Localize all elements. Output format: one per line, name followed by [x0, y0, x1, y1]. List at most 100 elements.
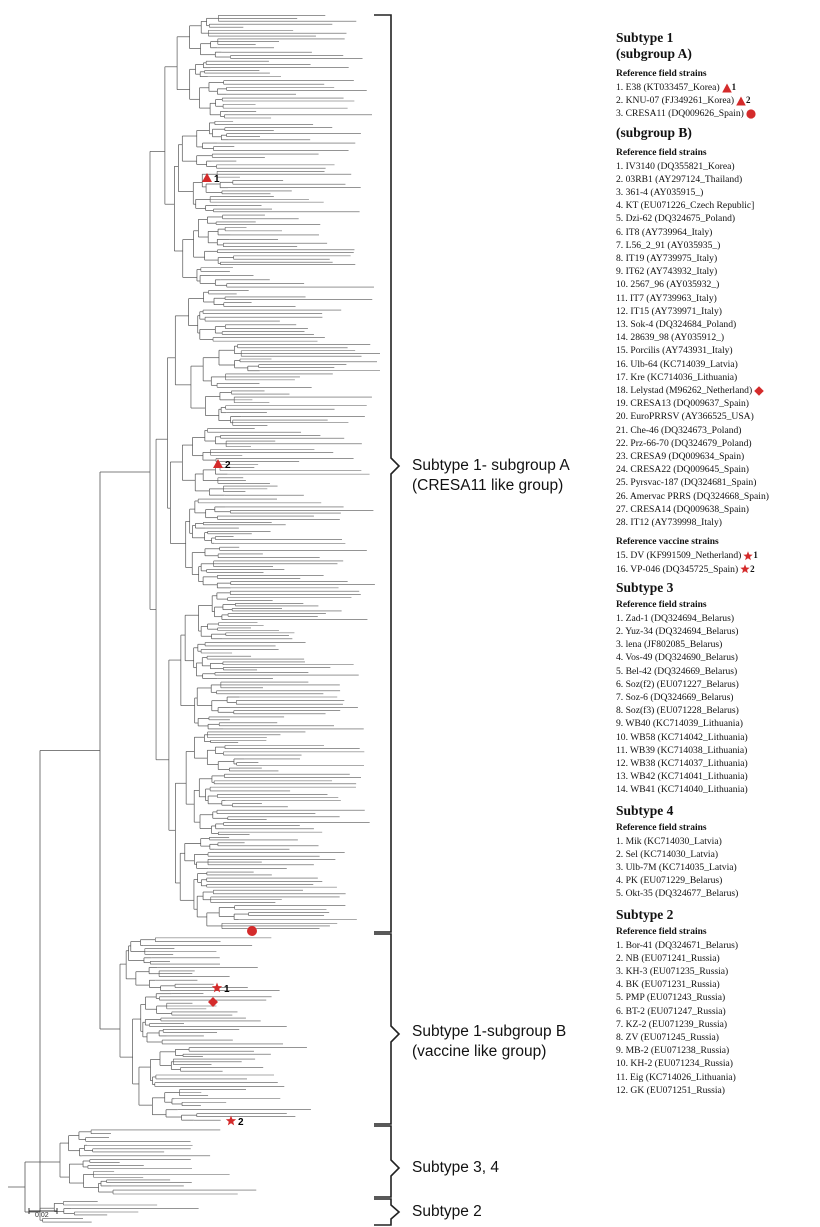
strain-name: 21. Che-46 (DQ324673_Poland): [616, 424, 742, 436]
strain-name: 14. WB41 (KC714040_Lithuania): [616, 784, 748, 796]
strain-name: 1. Zad-1 (DQ324694_Belarus): [616, 612, 735, 624]
circle-icon: [746, 109, 756, 119]
strain-name: 18. Lelystad (M96262_Netherland): [616, 385, 753, 397]
clade-label-subtype1-subgroupA: Subtype 1- subgroup A (CRESA11 like grou…: [412, 456, 570, 496]
strain-entry: 1. Mik (KC714030_Latvia): [616, 835, 816, 848]
clade-label-subtype1-subgroupB: Subtype 1-subgroup B (vaccine like group…: [412, 1022, 566, 1062]
strain-entry: 9. MB-2 (EU071238_Russia): [616, 1044, 816, 1057]
strain-name: 3. KH-3 (EU071235_Russia): [616, 965, 729, 977]
strain-entry: 10. WB58 (KC714042_Lithuania): [616, 731, 816, 744]
star-icon: [743, 551, 753, 561]
triangle-icon: [721, 83, 732, 93]
tree-marker-label: 1: [224, 984, 230, 995]
tree-marker-star: 2: [225, 1115, 244, 1128]
strain-name: 10. WB58 (KC714042_Lithuania): [616, 731, 748, 743]
strain-entry: 13. Sok-4 (DQ324684_Poland): [616, 318, 816, 331]
strain-entry: 28. IT12 (AY739998_Italy): [616, 516, 816, 529]
strain-name: 8. ZV (EU071245_Russia): [616, 1031, 719, 1043]
strain-entry: 12. GK (EU071251_Russia): [616, 1084, 816, 1097]
strain-entry: 9. WB40 (KC714039_Lithuania): [616, 717, 816, 730]
strain-entry: 16. VP-046 (DQ345725_Spain) 2: [616, 563, 816, 576]
clade-label-line: Subtype 1- subgroup A: [412, 457, 570, 474]
strain-entry: 3. lena (JF802085_Belarus): [616, 638, 816, 651]
strain-entry: 4. KT (EU071226_Czech Republic]: [616, 199, 816, 212]
strain-entry: 11. IT7 (AY739963_Italy): [616, 292, 816, 305]
strain-name: 3. 361-4 (AY035915_): [616, 187, 704, 199]
tree-marker-circle: [247, 926, 257, 936]
strain-name: 6. IT8 (AY739964_Italy): [616, 226, 713, 238]
strain-name: 13. WB42 (KC714041_Lithuania): [616, 771, 748, 783]
legend-field-head: Reference field strains: [616, 599, 707, 610]
marker-number: 1: [731, 82, 737, 92]
strain-entry: 3. KH-3 (EU071235_Russia): [616, 965, 816, 978]
strain-name: 2. Sel (KC714030_Latvia): [616, 848, 719, 860]
legend-subtype4-list: 1. Mik (KC714030_Latvia)2. Sel (KC714030…: [616, 835, 816, 901]
legend-subtype4: Subtype 4 Reference field strains 1. Mik…: [616, 803, 816, 901]
strain-name: 16. VP-046 (DQ345725_Spain): [616, 563, 739, 575]
strain-name: 10. KH-2 (EU071234_Russia): [616, 1058, 733, 1070]
legend-title-subtype1: Subtype 1: [616, 30, 674, 45]
strain-name: 3. Ulb-7M (KC714035_Latvia): [616, 861, 737, 873]
strain-entry: 4. PK (EU071229_Belarus): [616, 874, 816, 887]
strain-entry: 6. BT-2 (EU071247_Russia): [616, 1005, 816, 1018]
strain-name: 1. Bor-41 (DQ324671_Belarus): [616, 939, 739, 951]
strain-name: 19. CRESA13 (DQ009637_Spain): [616, 398, 749, 410]
strain-name: 2. 03RB1 (AY297124_Thailand): [616, 173, 743, 185]
strain-name: 5. Okt-35 (DQ324677_Belarus): [616, 888, 739, 900]
brace-subtype1-subgroupA: [374, 14, 401, 933]
strain-entry: 5. PMP (EU071243_Russia): [616, 991, 816, 1004]
clade-label-subtype34: Subtype 3, 4: [412, 1158, 499, 1178]
strain-name: 8. IT19 (AY739975_Italy): [616, 253, 718, 265]
strain-name: 5. Bel-42 (DQ324669_Belarus): [616, 665, 738, 677]
strain-name: 12. WB38 (KC714037_Lithuania): [616, 757, 748, 769]
brace-subtype34: [374, 1125, 401, 1198]
strain-name: 9. WB40 (KC714039_Lithuania): [616, 718, 743, 730]
strain-entry: 2. KNU-07 (FJ349261_Korea)2: [616, 94, 816, 107]
brace-subtype2: [374, 1198, 401, 1226]
strain-entry: 2. Yuz-34 (DQ324694_Belarus): [616, 625, 816, 638]
strain-entry: 15. Porcilis (AY743931_Italy): [616, 344, 816, 357]
strain-entry: 18. Lelystad (M96262_Netherland): [616, 384, 816, 397]
star-icon: [740, 564, 750, 574]
strain-name: 11. WB39 (KC714038_Lithuania): [616, 744, 748, 756]
strain-entry: 22. Prz-66-70 (DQ324679_Poland): [616, 437, 816, 450]
legend-subtype3-list: 1. Zad-1 (DQ324694_Belarus)2. Yuz-34 (DQ…: [616, 612, 816, 797]
strain-entry: 21. Che-46 (DQ324673_Poland): [616, 424, 816, 437]
strain-name: 7. L56_2_91 (AY035935_): [616, 239, 721, 251]
strain-name: 3. CRESA11 (DQ009626_Spain): [616, 108, 744, 120]
strain-name: 1. IV3140 (DQ355821_Korea): [616, 160, 735, 172]
strain-name: 6. BT-2 (EU071247_Russia): [616, 1005, 726, 1017]
strain-name: 23. CRESA9 (DQ009634_Spain): [616, 451, 745, 463]
strain-entry: 2. Sel (KC714030_Latvia): [616, 848, 816, 861]
strain-entry: 26. Amervac PRRS (DQ324668_Spain): [616, 490, 816, 503]
strain-name: 9. IT62 (AY743932_Italy): [616, 266, 718, 278]
diamond-icon: [754, 386, 764, 396]
legend-title-subtype2: Subtype 2: [616, 906, 674, 922]
strain-entry: 14. 28639_98 (AY035912_): [616, 331, 816, 344]
strain-entry: 3. 361-4 (AY035915_): [616, 186, 816, 199]
strain-name: 7. Soz-6 (DQ324669_Belarus): [616, 691, 734, 703]
legend-field-head: Reference field strains: [616, 926, 707, 937]
marker-number: 2: [746, 95, 751, 106]
strain-name: 12. IT15 (AY739971_Italy): [616, 305, 722, 317]
clade-label-line: (vaccine like group): [412, 1043, 547, 1060]
strain-name: 8. Soz(f3) (EU071228_Belarus): [616, 705, 739, 717]
legend-field-head: Reference field strains: [616, 69, 707, 79]
strain-name: 1. E38 (KT033457_Korea): [616, 82, 720, 93]
marker-number: 2: [750, 563, 755, 574]
strain-entry: 6. Soz(f2) (EU071227_Belarus): [616, 678, 816, 691]
strain-entry: 24. CRESA22 (DQ009645_Spain): [616, 463, 816, 476]
strain-name: 13. Sok-4 (DQ324684_Poland): [616, 319, 737, 331]
clade-label-line: Subtype 2: [412, 1203, 482, 1220]
strain-name: 4. Vos-49 (DQ324690_Belarus): [616, 652, 738, 664]
clade-label-line: (CRESA11 like group): [412, 477, 564, 494]
strain-name: 4. KT (EU071226_Czech Republic]: [616, 200, 755, 212]
tree-marker-star: 1: [211, 982, 230, 995]
strain-name: 9. MB-2 (EU071238_Russia): [616, 1045, 730, 1057]
strain-entry: 27. CRESA14 (DQ009638_Spain): [616, 503, 816, 516]
strain-entry: 6. IT8 (AY739964_Italy): [616, 226, 816, 239]
strain-name: 15. DV (KF991509_Netherland): [616, 550, 742, 562]
strain-entry: 7. L56_2_91 (AY035935_): [616, 239, 816, 252]
strain-entry: 3. Ulb-7M (KC714035_Latvia): [616, 861, 816, 874]
